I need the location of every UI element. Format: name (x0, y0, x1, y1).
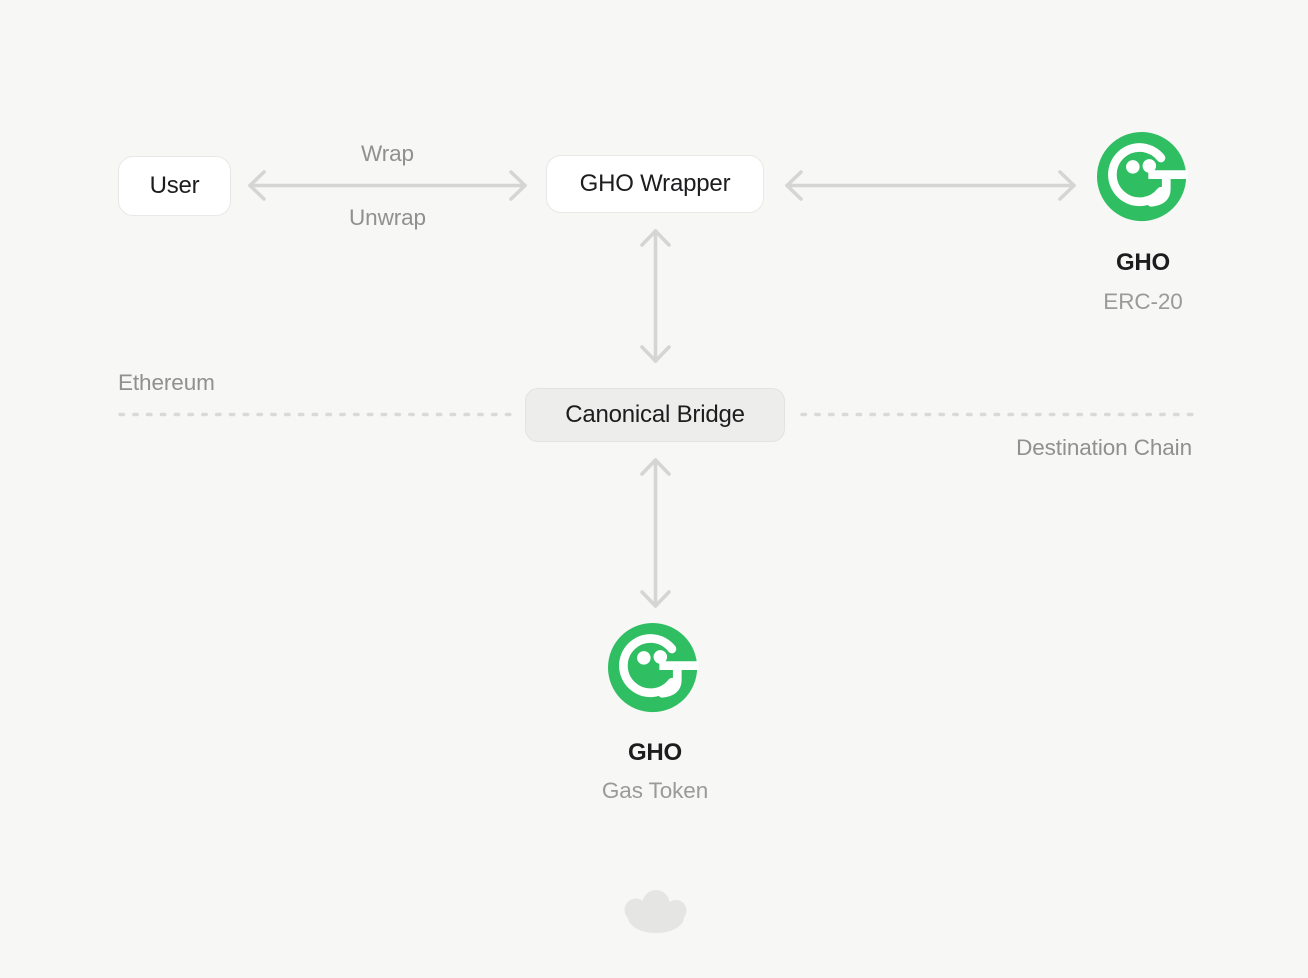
wrap-label: Wrap (361, 141, 414, 166)
arrow-user-wrapper (248, 170, 527, 201)
arrow-wrapper-bridge (640, 229, 671, 363)
arrow-bridge-gas-token (640, 458, 671, 608)
node-gho-wrapper-label: GHO Wrapper (579, 170, 731, 197)
token-gas-name: GHO (627, 739, 683, 766)
chain-divider-right (800, 412, 1194, 417)
destination-chain-label: Destination Chain (1016, 435, 1192, 460)
node-gho-wrapper: GHO Wrapper (546, 155, 764, 213)
node-canonical-bridge: Canonical Bridge (525, 388, 785, 442)
token-gas-subtitle: Gas Token (601, 778, 709, 803)
node-user: User (118, 156, 231, 216)
gho-token-logo (1097, 132, 1190, 225)
chain-divider-left (118, 412, 512, 417)
source-chain-label: Ethereum (118, 370, 215, 395)
cloud-icon (624, 890, 687, 933)
token-erc20-subtitle: ERC-20 (1103, 289, 1183, 314)
unwrap-label: Unwrap (349, 205, 426, 230)
arrow-wrapper-token (785, 170, 1076, 201)
node-user-label: User (149, 172, 200, 199)
gho-token-logo (608, 623, 701, 716)
token-erc20-name: GHO (1115, 249, 1171, 276)
node-canonical-bridge-label: Canonical Bridge (565, 401, 745, 428)
